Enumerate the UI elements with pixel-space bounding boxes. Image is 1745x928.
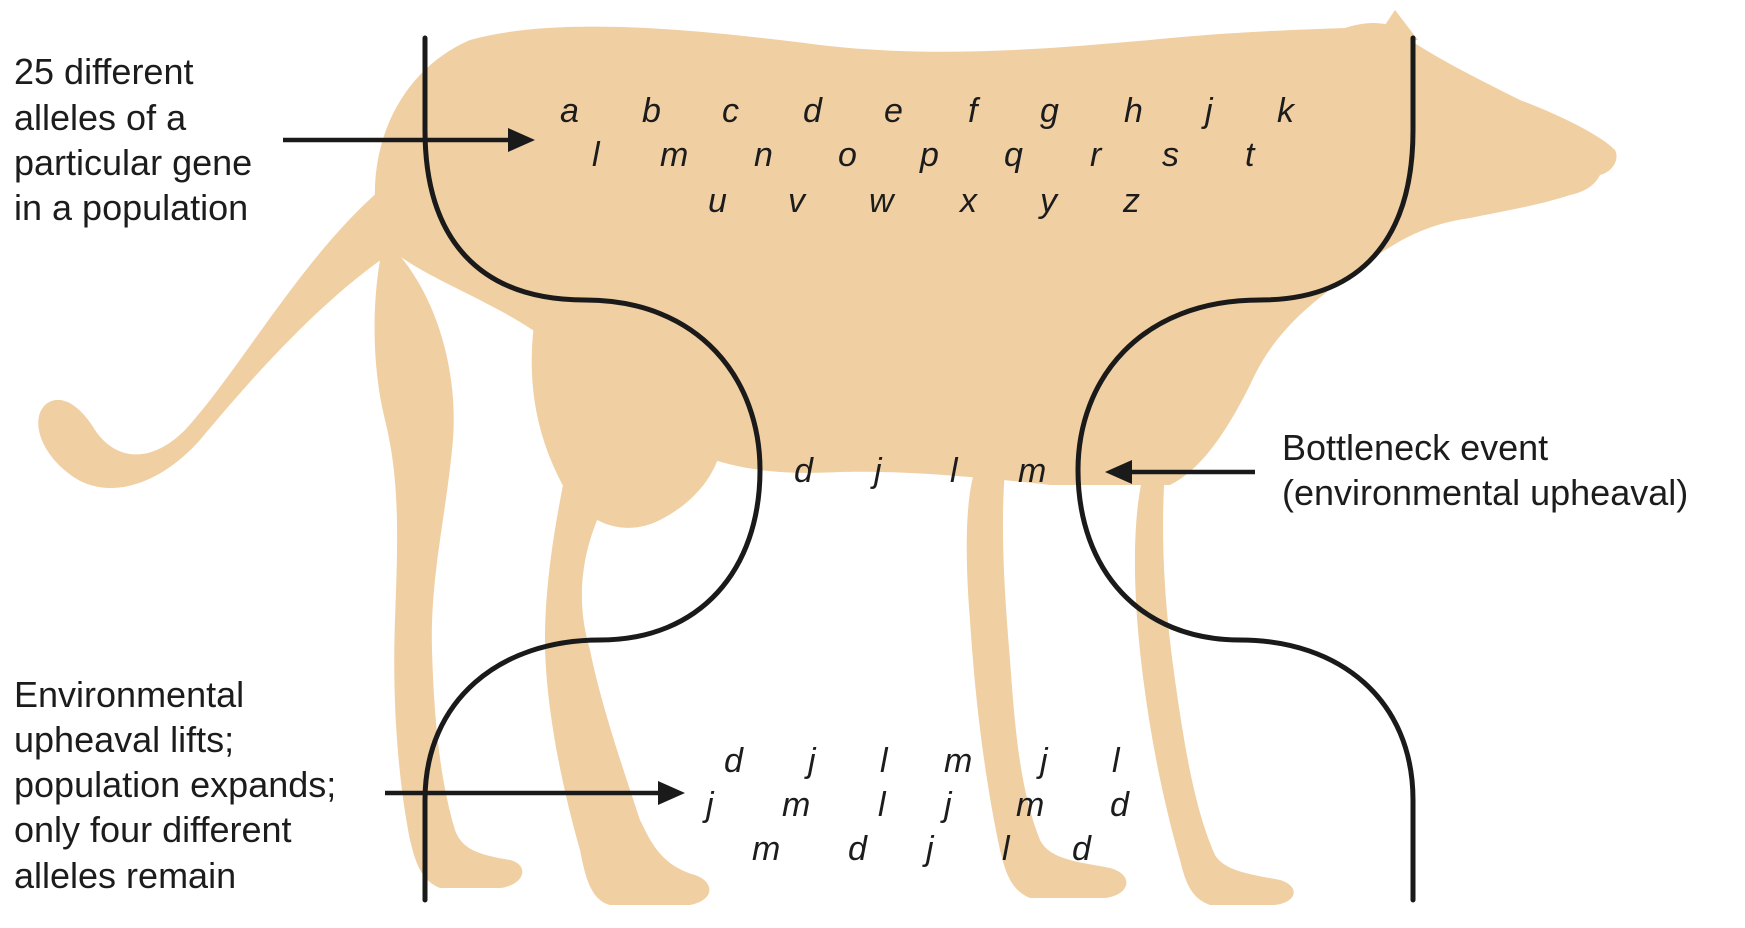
allele-letter: z [1122, 182, 1140, 220]
allele-letter: d [803, 92, 823, 130]
allele-letter: s [1162, 136, 1179, 174]
allele-letter: l [878, 786, 887, 824]
label-expanded-population: Environmental upheaval lifts; population… [14, 674, 346, 896]
allele-letter: d [848, 830, 868, 868]
allele-letter: w [869, 182, 896, 220]
label-initial-line: particular gene [14, 142, 252, 183]
allele-letter: p [919, 136, 939, 174]
allele-letter: h [1124, 92, 1143, 130]
label-initial-line: 25 different [14, 51, 193, 92]
allele-letter: j [702, 786, 715, 824]
allele-letter: v [788, 182, 807, 220]
allele-letter: l [880, 742, 889, 780]
label-expanded-line: alleles remain [14, 855, 236, 896]
label-bottleneck-event: Bottleneck event (environmental upheaval… [1282, 427, 1688, 513]
allele-letter: u [708, 182, 727, 220]
allele-letter: m [1016, 786, 1044, 824]
allele-letter: m [660, 136, 688, 174]
label-expanded-line: Environmental [14, 674, 244, 715]
allele-letter: x [958, 182, 978, 220]
allele-letter: c [722, 92, 739, 130]
allele-letter: j [922, 830, 935, 868]
allele-letter: j [1036, 742, 1049, 780]
allele-letter: j [940, 786, 953, 824]
allele-letter: g [1040, 92, 1059, 130]
label-initial-line: in a population [14, 187, 248, 228]
allele-letter: d [1110, 786, 1130, 824]
label-initial-population: 25 different alleles of a particular gen… [14, 51, 262, 228]
label-initial-line: alleles of a [14, 97, 187, 138]
label-bottleneck-line: (environmental upheaval) [1282, 472, 1688, 513]
allele-letter: o [838, 136, 857, 174]
allele-letter: b [642, 92, 661, 130]
label-expanded-line: upheaval lifts; [14, 719, 234, 760]
allele-letter: t [1245, 136, 1256, 174]
allele-letter: r [1090, 136, 1103, 174]
allele-letter: m [752, 830, 780, 868]
allele-letter: d [794, 452, 814, 490]
allele-letter: m [1018, 452, 1046, 490]
label-expanded-line: only four different [14, 809, 292, 850]
allele-letter: m [944, 742, 972, 780]
allele-letter: l [1112, 742, 1121, 780]
allele-letter: k [1277, 92, 1296, 130]
label-expanded-line: population expands; [14, 764, 336, 805]
label-bottleneck-line: Bottleneck event [1282, 427, 1548, 468]
allele-letter: m [782, 786, 810, 824]
allele-letter: y [1038, 182, 1059, 220]
allele-letter: d [724, 742, 744, 780]
allele-letter: n [754, 136, 773, 174]
allele-letter: d [1072, 830, 1092, 868]
allele-letter: j [804, 742, 817, 780]
allele-letter: e [884, 92, 903, 130]
allele-letter: q [1004, 136, 1023, 174]
alleles-expanded: d j l m j l j m l j m d m d j l d [702, 742, 1130, 868]
allele-letter: a [560, 92, 579, 130]
